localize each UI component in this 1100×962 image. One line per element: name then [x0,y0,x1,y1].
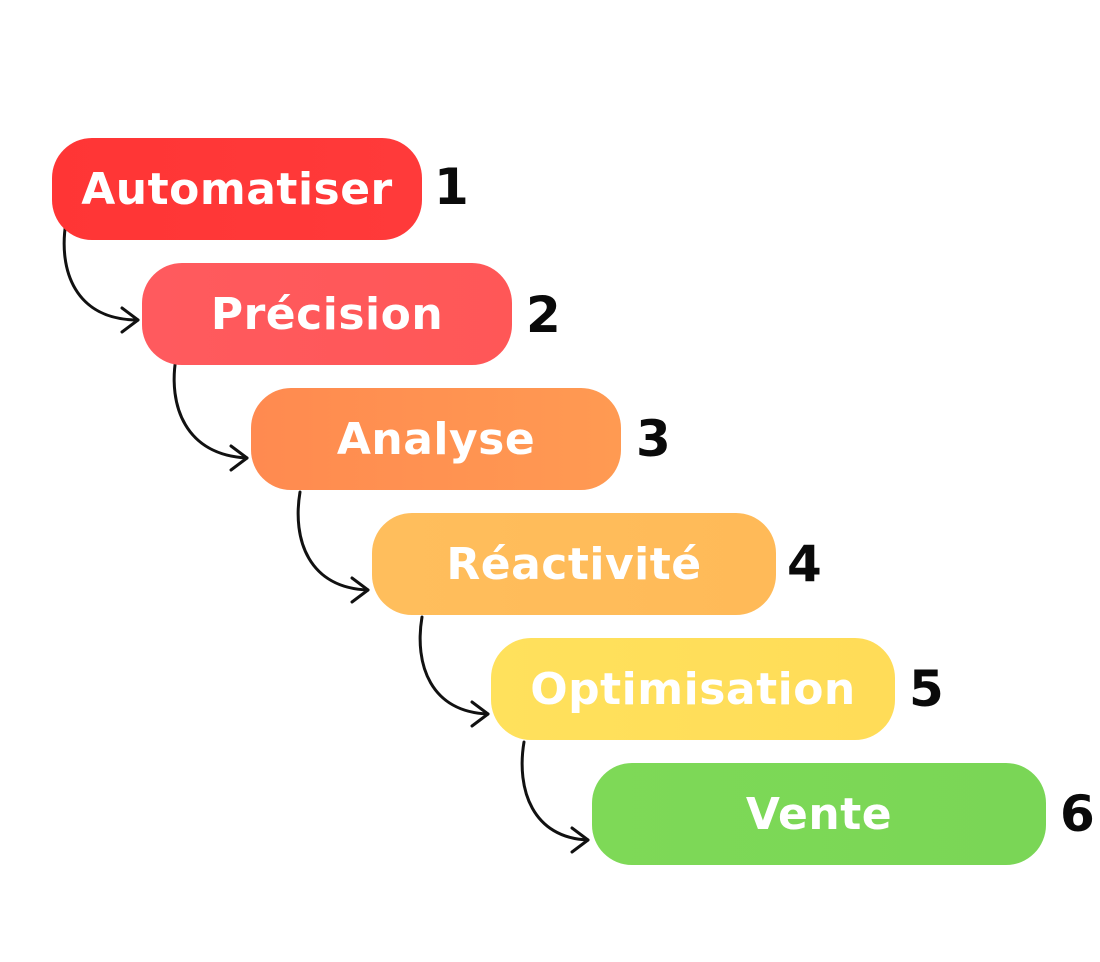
arrow-2-to-3 [172,356,249,472]
step-label: Précision [210,288,444,340]
arrow-3-to-4 [296,490,370,604]
step-number: 5 [909,660,944,718]
step-analyse: Analyse [251,388,621,490]
arrow-1-to-2 [62,220,140,334]
step-number: 3 [636,410,671,468]
step-label: Réactivité [446,538,702,590]
step-number: 1 [434,158,469,216]
arrow-5-to-6 [520,740,590,854]
step-label: Vente [745,788,893,840]
step-number: 6 [1060,785,1095,843]
step-reactivite: Réactivité [372,513,776,615]
step-label: Optimisation [530,663,856,715]
arrow-4-to-5 [418,615,490,728]
step-precision: Précision [142,263,512,365]
step-optimisation: Optimisation [491,638,895,740]
step-automatiser: Automatiser [52,138,422,240]
step-vente: Vente [592,763,1046,865]
step-number: 4 [787,535,822,593]
step-number: 2 [526,286,561,344]
step-label: Automatiser [81,163,393,215]
step-label: Analyse [336,413,536,465]
